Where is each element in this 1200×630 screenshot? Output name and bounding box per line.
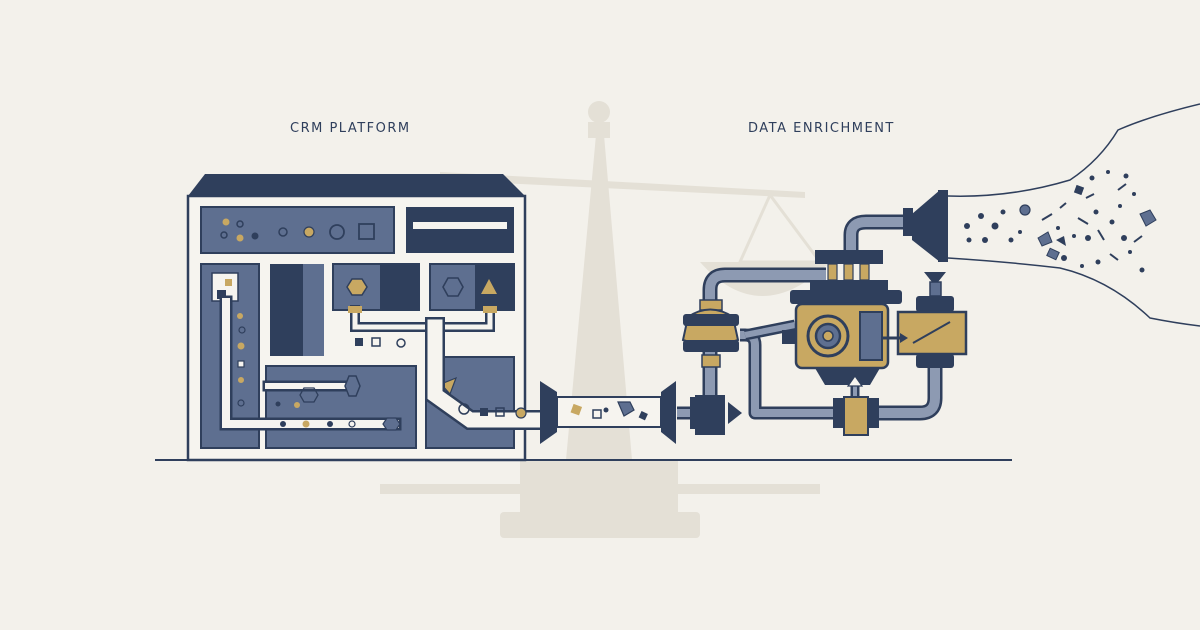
main-pump [782,250,902,387]
inlet-valve [690,395,742,435]
crm-platform-label: CRM PLATFORM [290,121,411,136]
balance-scale [380,101,830,538]
intake-funnel [903,190,948,262]
top-right-panel [406,207,514,253]
filter-box [882,272,968,368]
crm-cabinet [186,174,555,462]
enrichment-pipes [677,214,943,421]
bottom-valve [833,396,879,436]
data-enrichment-label: DATA ENRICHMENT [748,121,895,136]
panel-indicators [220,218,375,242]
left-valve [681,299,740,368]
stream-particles [964,170,1157,273]
data-tokens [237,313,527,431]
transfer-tube [540,381,676,444]
data-stream [947,103,1200,327]
mid-panel [265,365,417,449]
top-left-panel [200,206,395,254]
cabinet-pipes [219,295,555,431]
